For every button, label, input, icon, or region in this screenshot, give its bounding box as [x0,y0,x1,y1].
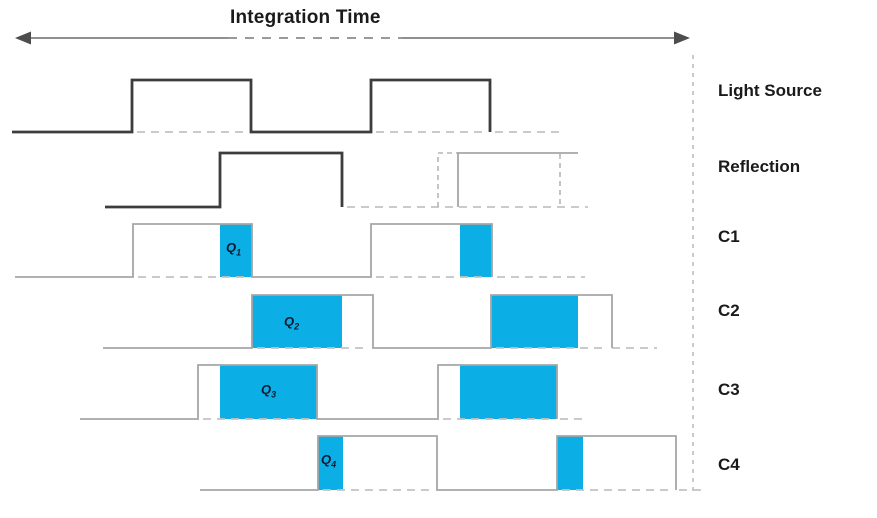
reflection-first-pulse [105,151,344,209]
q2-charge-area [252,295,342,348]
c2-label: C2 [718,301,740,320]
c3-waveform [80,364,585,420]
q1-charge-area-2 [460,224,492,277]
c4-pulse-train [200,435,677,491]
c1-waveform [15,223,585,278]
q4-subscript: 4 [331,459,337,470]
c4-label: C4 [718,455,740,474]
q1-subscript: 1 [236,247,242,258]
c3-pulse-train [80,364,558,420]
c4-waveform [200,435,706,491]
q4-label: Q4 [321,453,336,470]
q1-base: Q [226,240,237,255]
reflection-waveform [105,151,588,209]
c1-pulse-train [15,223,493,278]
right-arrowhead-icon [674,31,690,45]
q1-charge-area [220,224,252,277]
light-source-waveform [12,78,562,134]
integration-time-arrow [15,31,690,45]
q3-charge-area-2 [460,365,557,419]
light-source-pulse-train [12,78,492,134]
q2-charge-area-2 [491,295,578,348]
q2-subscript: 2 [294,321,300,332]
ghost-pulse-rise [437,152,459,207]
q4-charge-area [318,436,343,490]
q4-base: Q [321,452,332,467]
c3-label: C3 [718,380,740,399]
q3-label: Q3 [261,383,276,400]
q3-charge-area [220,365,317,419]
q2-base: Q [284,314,295,329]
q3-subscript: 3 [271,389,277,400]
c1-label: C1 [718,227,740,246]
c2-waveform [103,294,657,349]
q1-label: Q1 [226,241,241,258]
reflection-second-pulse [457,152,578,207]
diagram-title: Integration Time [230,7,381,28]
light-source-label: Light Source [718,81,822,100]
q4-charge-area-2 [557,436,583,490]
q2-label: Q2 [284,315,299,332]
c2-pulse-train [103,294,613,349]
q3-base: Q [261,382,272,397]
left-arrowhead-icon [15,31,31,45]
reflection-label: Reflection [718,157,801,176]
